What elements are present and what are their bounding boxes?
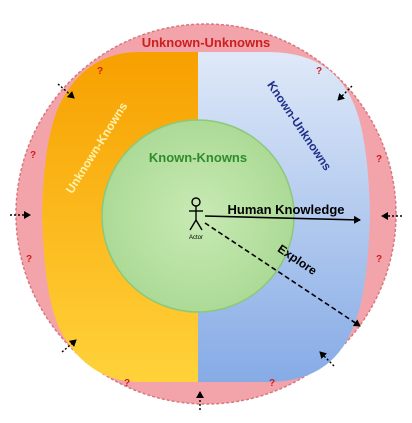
human-knowledge-label: Human Knowledge bbox=[227, 202, 344, 217]
question-mark-1: ? bbox=[97, 66, 103, 77]
inward-arrow-top-left bbox=[57, 83, 75, 99]
question-mark-2: ? bbox=[316, 66, 322, 77]
inward-arrow-bottom-left bbox=[61, 339, 77, 353]
inward-arrow-bottom-right bbox=[319, 351, 335, 367]
question-mark-6: ? bbox=[376, 254, 382, 265]
question-mark-4: ? bbox=[376, 154, 382, 165]
question-mark-8: ? bbox=[269, 378, 275, 389]
explore-arrow bbox=[204, 222, 361, 327]
actor-label: Actor bbox=[189, 235, 203, 241]
unknown-unknowns-label: Unknown-Unknowns bbox=[142, 35, 271, 50]
known-knowns-circle bbox=[101, 119, 295, 313]
question-mark-3: ? bbox=[30, 150, 36, 161]
question-mark-5: ? bbox=[26, 254, 32, 265]
actor-icon bbox=[189, 197, 203, 231]
human-knowledge-arrow bbox=[204, 215, 361, 224]
inward-arrow-top-right bbox=[337, 85, 353, 101]
known-knowns-label: Known-Knowns bbox=[149, 150, 247, 165]
question-mark-7: ? bbox=[124, 378, 130, 389]
